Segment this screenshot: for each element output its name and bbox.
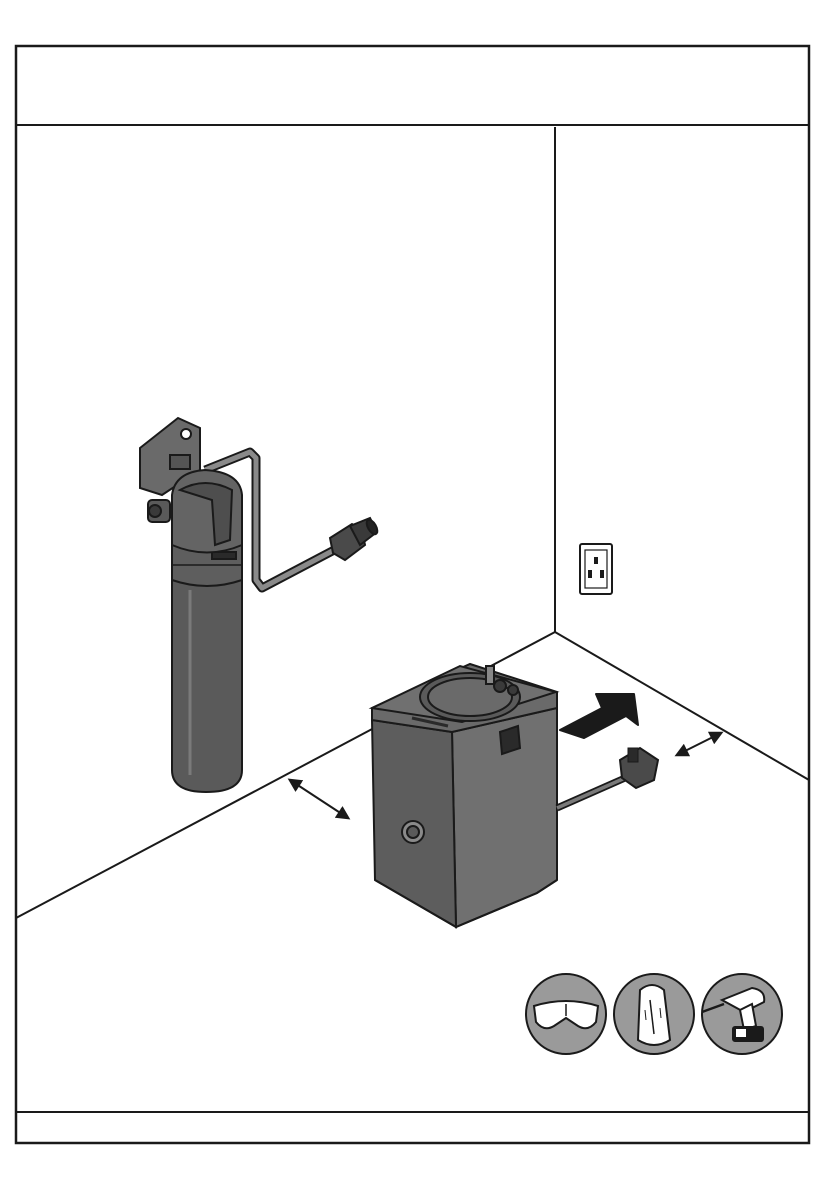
safety-glasses-icon bbox=[526, 974, 606, 1054]
wall-socket bbox=[580, 544, 612, 594]
cordless-drill-icon bbox=[702, 974, 782, 1054]
page-border bbox=[16, 46, 809, 1143]
water-tank bbox=[372, 664, 557, 927]
tool-icons bbox=[526, 974, 782, 1054]
filter-cartridge bbox=[140, 418, 379, 792]
stud-detector-icon bbox=[614, 974, 694, 1054]
clearance-arrow-right bbox=[677, 733, 721, 755]
power-plug bbox=[557, 748, 658, 808]
clearance-arrow-left bbox=[290, 780, 348, 818]
move-arrow bbox=[560, 694, 638, 738]
